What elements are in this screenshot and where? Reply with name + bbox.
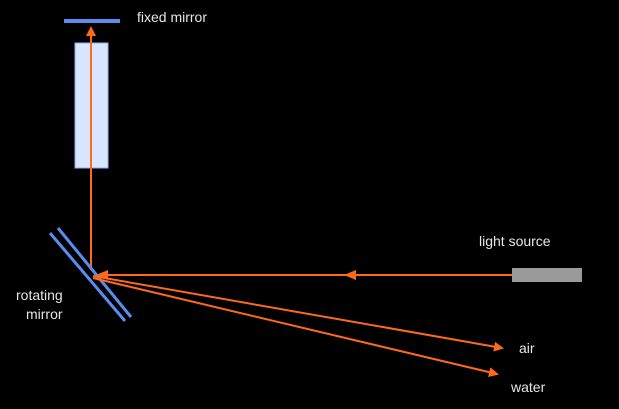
rotating-mirror-back (56, 227, 133, 318)
water-label: water (510, 379, 546, 395)
rotating-mirror-label-line1: rotating (16, 287, 63, 303)
light-source-label: light source (479, 233, 551, 249)
water-beam (92, 277, 499, 378)
air-label: air (519, 340, 535, 356)
rotating-mirror-label-line2: mirror (26, 306, 63, 322)
incoming-beam-arrow (344, 270, 356, 280)
fixed-mirror-label: fixed mirror (137, 9, 207, 25)
air-beam (92, 275, 504, 352)
light-source (512, 268, 582, 282)
rotating-mirror-front (48, 232, 127, 322)
